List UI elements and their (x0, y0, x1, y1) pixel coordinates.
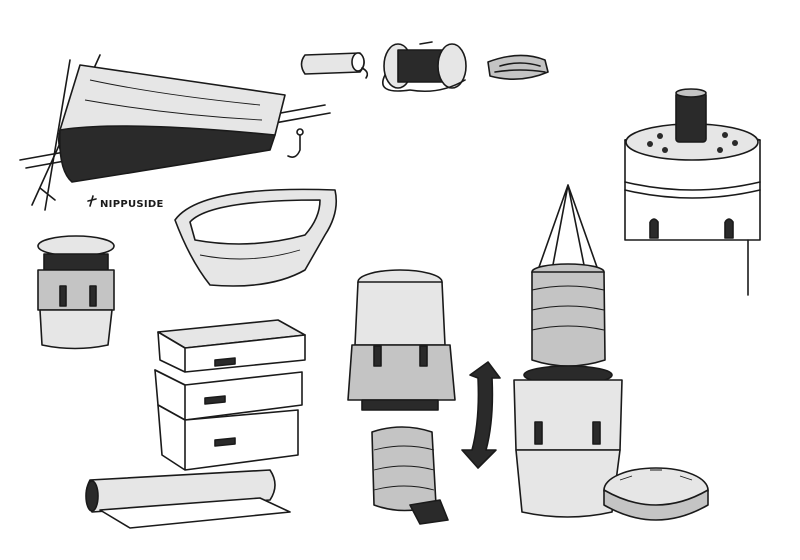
reel-strap (382, 74, 466, 93)
plastic-sheet-roll (85, 469, 291, 529)
cylinder-slot (649, 218, 659, 239)
jar-slot (59, 285, 67, 307)
stacked-crates (154, 319, 306, 471)
jar-collar (37, 269, 115, 311)
canister-slot (373, 345, 382, 367)
frame-stake (39, 187, 56, 201)
tall-cylinder-trap (624, 88, 761, 296)
jar-lid (37, 235, 115, 257)
strap-bundle (487, 54, 549, 80)
callout-tick-icon (87, 195, 97, 207)
cylinder-band (624, 181, 761, 199)
tape-tail (361, 67, 369, 79)
cable-reel (382, 41, 467, 93)
canister-collar (347, 344, 456, 401)
roll-core (85, 480, 99, 512)
lid-holes (647, 132, 738, 153)
strap-lines (494, 62, 546, 73)
cylinder-slot (724, 218, 734, 239)
trap-collar (513, 379, 623, 451)
bag-contents (409, 499, 449, 525)
mesh-bag (371, 426, 437, 512)
up-down-arrow-icon (461, 361, 501, 469)
jar-thread-band (43, 253, 109, 271)
slotted-lid (603, 467, 709, 521)
canister-thread (361, 399, 439, 411)
crate-bottom (157, 404, 299, 471)
net-pocket-shadow (58, 125, 276, 183)
mesh-bag-rings (373, 445, 435, 491)
unrolled-sheet (99, 497, 291, 529)
canister-slot (419, 345, 428, 367)
basin-rim-line (199, 249, 301, 260)
tape-roll-end (351, 52, 365, 72)
crate-middle (154, 369, 303, 421)
center-canister (347, 269, 501, 525)
hanging-mesh-rings (531, 285, 605, 331)
callout-label: NIPPUSIDE (100, 199, 164, 210)
basin-interior (189, 199, 321, 245)
reel-flange-right (437, 43, 467, 89)
hook-icon (287, 134, 301, 158)
jar-base (39, 309, 113, 350)
hanging-trap (513, 184, 623, 518)
trap-base (515, 449, 621, 518)
trap-slot (592, 421, 601, 445)
lid-rim (603, 489, 709, 521)
tape-roll (300, 52, 369, 79)
crate-top (157, 319, 306, 373)
hanging-strings (537, 184, 599, 271)
crate-handles (204, 357, 236, 447)
plastic-basin (174, 188, 338, 287)
center-pipe-top (675, 88, 707, 98)
canister-upper (354, 281, 446, 346)
triangular-frame-trap (19, 54, 331, 211)
reel-handle (419, 41, 433, 45)
small-jar-trap (37, 235, 115, 350)
net-fold-lines (84, 79, 263, 121)
strap-coil (487, 54, 549, 80)
center-pipe (675, 91, 707, 143)
jar-slot (89, 285, 97, 307)
hook-ring (296, 128, 304, 136)
lid-slots (619, 469, 693, 481)
trap-slot (534, 421, 543, 445)
frame-pole (44, 59, 71, 211)
